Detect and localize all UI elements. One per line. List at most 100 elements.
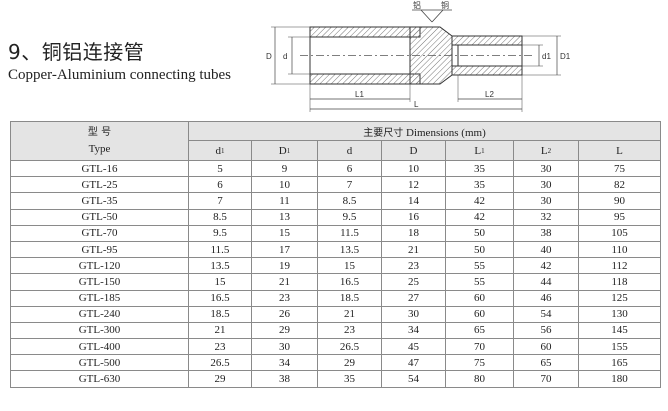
- dimension-cell: 9: [251, 159, 318, 178]
- type-header: 型 号 Type: [10, 121, 189, 161]
- column-header: d: [317, 140, 382, 161]
- dimension-cell: 30: [251, 338, 318, 356]
- dimension-cell: 27: [381, 289, 446, 307]
- dimension-cell: 13: [251, 208, 318, 226]
- column-header-index: 1: [481, 146, 485, 155]
- dimension-cell: 29: [188, 370, 252, 388]
- dimension-cell: 65: [445, 321, 514, 340]
- type-cell: GTL-70: [10, 224, 189, 242]
- dimension-cell: 7: [317, 176, 382, 194]
- dimension-cell: 26: [251, 305, 318, 323]
- dimension-cell: 29: [317, 354, 382, 372]
- dimension-cell: 32: [513, 208, 579, 226]
- dimensions-header-en: Dimensions (mm): [406, 126, 486, 139]
- dimension-cell: 75: [577, 159, 662, 178]
- column-header: L1: [445, 140, 514, 161]
- dimension-cell: 55: [445, 273, 514, 291]
- dimension-cell: 70: [513, 370, 579, 388]
- type-cell: GTL-185: [10, 289, 189, 307]
- dimension-cell: 70: [445, 338, 514, 356]
- dimension-cell: 50: [445, 224, 514, 242]
- dimension-cell: 54: [381, 370, 446, 388]
- dimension-cell: 30: [381, 305, 446, 323]
- dimension-cell: 105: [577, 224, 662, 242]
- dimension-cell: 30: [513, 192, 579, 210]
- dimension-cell: 112: [577, 257, 662, 275]
- tube-diagram: 铝 铜 D d d1 D1 L1 L2 L: [266, 0, 571, 112]
- dimension-cell: 23: [381, 257, 446, 275]
- label-L: L: [414, 100, 419, 109]
- dimension-cell: 10: [381, 159, 446, 178]
- aluminium-tube-wall-top: [309, 26, 421, 38]
- dimension-cell: 15: [188, 273, 252, 291]
- dimension-cell: 11.5: [317, 224, 382, 242]
- dimension-cell: 13.5: [317, 240, 382, 259]
- dimension-cell: 15: [251, 224, 318, 242]
- dimension-cell: 8.5: [317, 192, 382, 210]
- dimension-cell: 118: [577, 273, 662, 291]
- column-header-index: 2: [547, 146, 552, 155]
- dimension-cell: 16: [381, 208, 446, 226]
- dimension-cell: 14: [381, 192, 446, 210]
- label-aluminium: 铝: [413, 0, 421, 10]
- dimension-cell: 155: [577, 338, 662, 356]
- dimension-cell: 50: [445, 240, 514, 259]
- dimension-cell: 95: [577, 208, 662, 226]
- dimension-cell: 18.5: [188, 305, 252, 323]
- column-header-symbol: L: [540, 144, 548, 157]
- column-header-index: 1: [221, 146, 225, 155]
- column-header: L2: [513, 140, 579, 161]
- dimension-cell: 82: [577, 176, 662, 194]
- dimension-cell: 40: [513, 240, 579, 259]
- dimension-cell: 7: [188, 192, 252, 210]
- dimension-cell: 10: [251, 176, 318, 194]
- type-cell: GTL-300: [10, 321, 189, 340]
- dimension-cell: 19: [251, 257, 318, 275]
- dimension-cell: 18.5: [317, 289, 382, 307]
- dimension-cell: 165: [577, 354, 662, 372]
- label-D1: D1: [560, 52, 571, 61]
- dimension-cell: 90: [577, 192, 662, 210]
- dimension-cell: 21: [251, 273, 318, 291]
- dimension-cell: 44: [513, 273, 579, 291]
- dimension-cell: 9.5: [188, 224, 252, 242]
- copper-tube-bore: [457, 44, 523, 67]
- dimension-cell: 42: [445, 208, 514, 226]
- type-cell: GTL-25: [10, 176, 189, 194]
- column-header-index: 1: [286, 146, 291, 155]
- column-header: D1: [251, 140, 318, 161]
- title-english: Copper-Aluminium connecting tubes: [8, 67, 231, 83]
- dimension-cell: 16.5: [188, 289, 252, 307]
- label-L2: L2: [485, 90, 494, 99]
- dimension-cell: 38: [513, 224, 579, 242]
- dimension-cell: 9.5: [317, 208, 382, 226]
- column-header: L: [577, 140, 662, 161]
- label-copper: 铜: [441, 0, 449, 10]
- type-header-cn: 型 号: [87, 127, 112, 138]
- type-cell: GTL-150: [10, 273, 189, 291]
- label-d: d: [283, 52, 287, 61]
- dimension-cell: 25: [381, 273, 446, 291]
- dimension-cell: 34: [381, 321, 446, 340]
- aluminium-tube-wall-bottom: [309, 73, 421, 85]
- type-cell: GTL-500: [10, 354, 189, 372]
- column-header-symbol: D: [409, 144, 418, 157]
- dimension-cell: 46: [513, 289, 579, 307]
- dimension-cell: 30: [513, 159, 579, 178]
- dimension-cell: 35: [445, 159, 514, 178]
- dimension-cell: 35: [445, 176, 514, 194]
- dimension-cell: 12: [381, 176, 446, 194]
- dimensions-header: 主要尺寸 Dimensions (mm): [187, 121, 662, 141]
- dimension-cell: 34: [251, 354, 318, 372]
- dimension-cell: 11.5: [188, 240, 252, 259]
- dimension-cell: 17: [251, 240, 318, 259]
- dimension-cell: 21: [188, 321, 252, 340]
